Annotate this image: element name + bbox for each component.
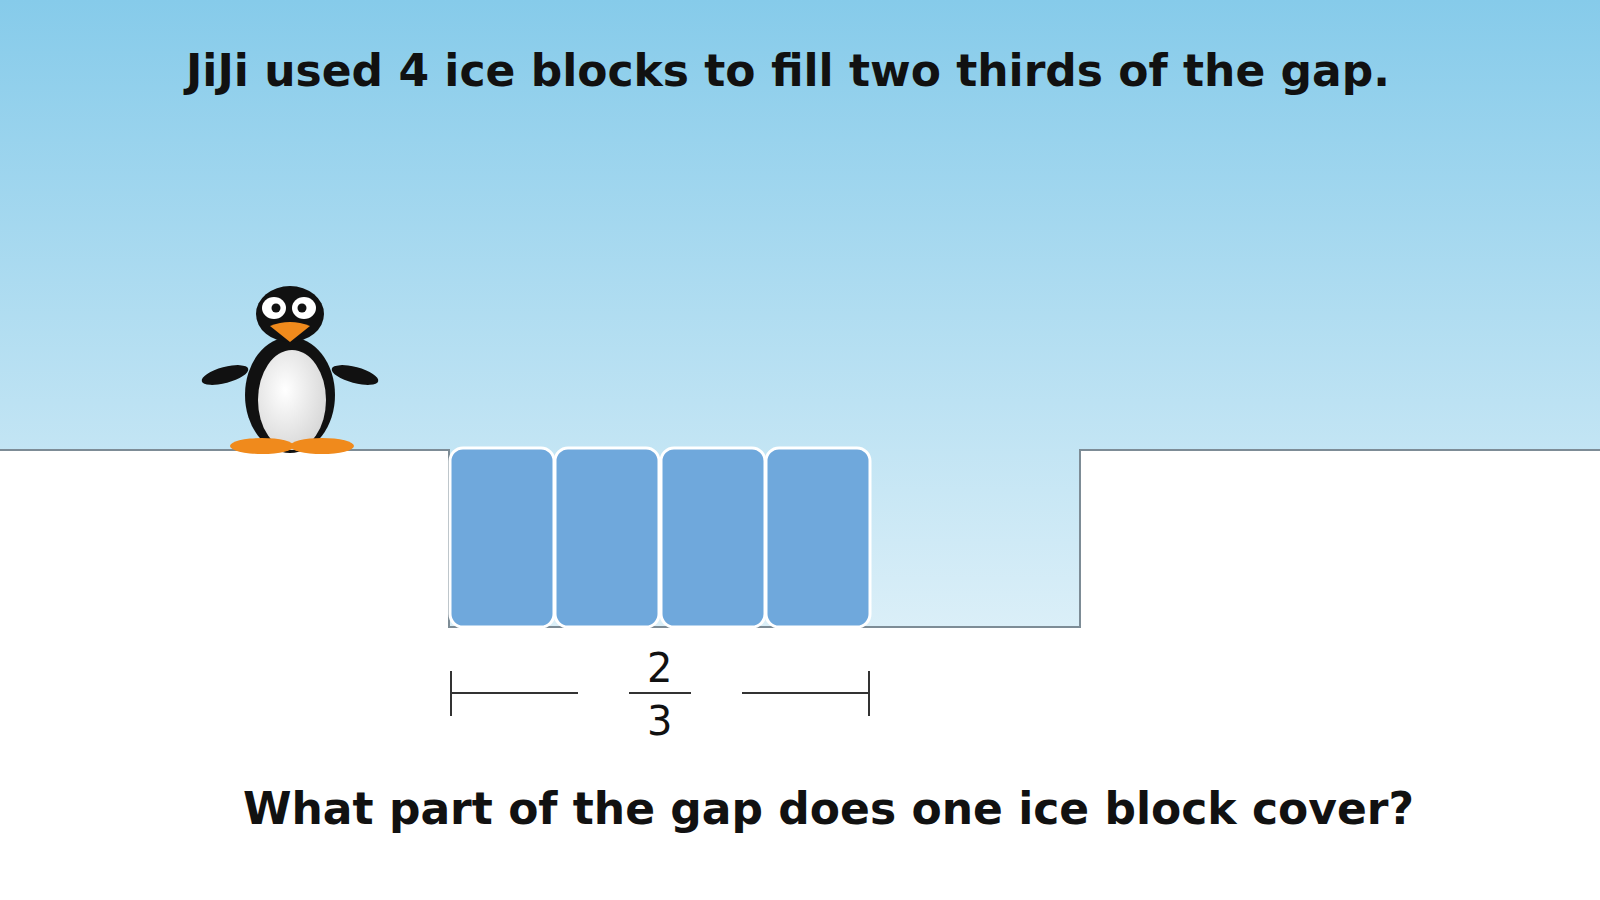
fraction-part: 3 <box>647 701 672 741</box>
ice-block <box>555 448 659 627</box>
ice-blocks <box>450 448 870 627</box>
question: What part of the gap does one ice block … <box>243 783 1414 834</box>
ice-block <box>661 448 765 627</box>
caption-text: What part of the gap does one ice block … <box>243 783 1414 834</box>
fraction-digit: 2 <box>647 645 672 691</box>
penguin <box>200 286 381 454</box>
ice-block <box>766 448 870 627</box>
ice-block <box>450 448 554 627</box>
fraction-part: 2 <box>647 648 672 688</box>
title: JiJi used 4 ice blocks to fill two third… <box>186 45 1390 96</box>
fraction-digit: 3 <box>647 698 672 744</box>
title-text: JiJi used 4 ice blocks to fill two third… <box>186 45 1390 96</box>
